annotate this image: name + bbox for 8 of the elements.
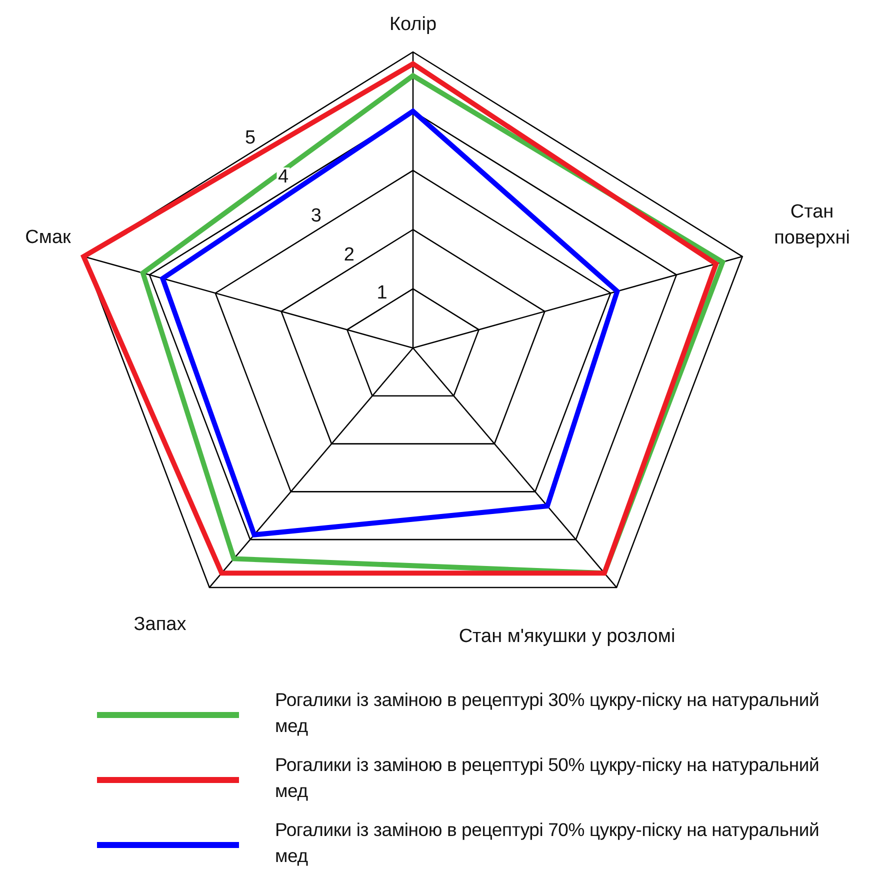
axis-label: Стан поверхні (773, 200, 851, 250)
axis-label: Стан м'якушки у розломі (458, 625, 676, 650)
axis-label: Колір (388, 13, 438, 38)
legend-text: Рогалики із заміною в рецептурі 30% цукру-піску на натуральний мед (275, 688, 820, 738)
legend-text: Рогалики із заміною в рецептурі 70% цукру-піску на натуральний мед (275, 818, 820, 868)
legend-text: Рогалики із заміною в рецептурі 50% цукру-піску на натуральний мед (275, 753, 820, 803)
axis-label: Смак (24, 226, 72, 250)
axis-label: Запах (132, 613, 188, 638)
